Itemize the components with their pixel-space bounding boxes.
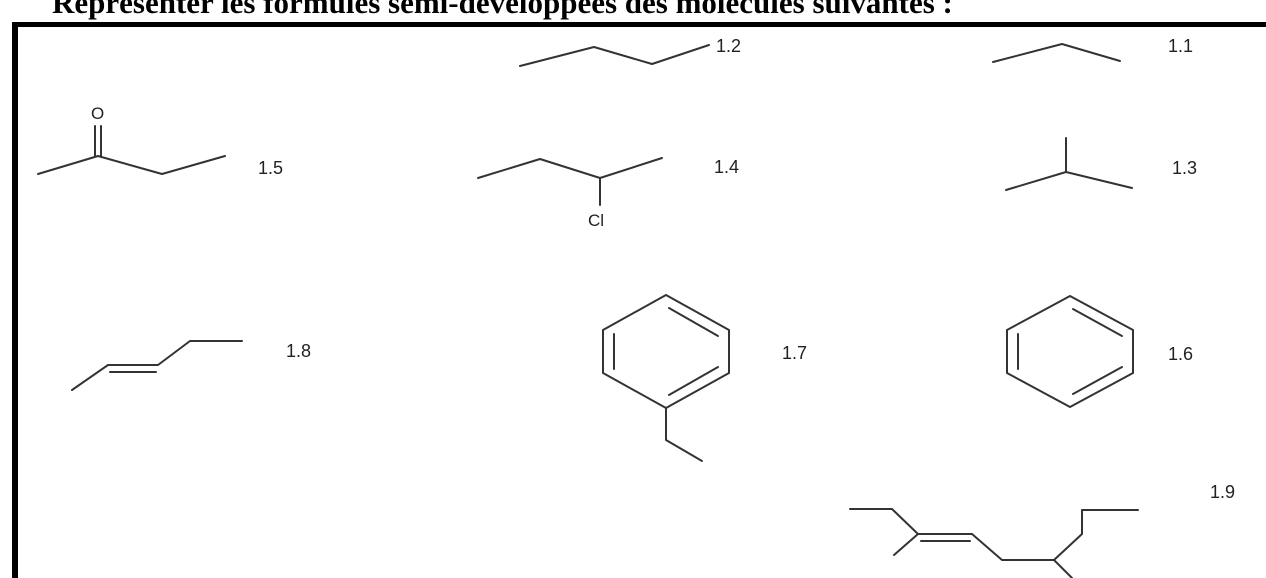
molecule-1-8: 1.8 xyxy=(71,340,311,391)
molecule-label: 1.6 xyxy=(1168,344,1193,364)
molecule-1-7: 1.7 xyxy=(602,294,807,462)
molecule-label: 1.7 xyxy=(782,343,807,363)
molecule-1-9: 1.9 xyxy=(849,482,1235,578)
molecule-1-5: O 1.5 xyxy=(37,104,283,178)
molecule-label: 1.1 xyxy=(1168,36,1193,56)
chlorine-atom: Cl xyxy=(588,211,604,230)
molecule-1-6: 1.6 xyxy=(1006,295,1193,408)
molecule-label: 1.8 xyxy=(286,341,311,361)
molecule-label: 1.3 xyxy=(1172,158,1197,178)
frame-left-border xyxy=(12,22,18,578)
molecule-label: 1.4 xyxy=(714,157,739,177)
molecule-1-3: 1.3 xyxy=(1005,137,1197,191)
exercise-instruction: Représenter les formules semi-développée… xyxy=(52,0,953,20)
molecule-1-4: Cl 1.4 xyxy=(477,157,739,230)
molecule-label: 1.5 xyxy=(258,158,283,178)
molecule-1-2: 1.2 xyxy=(519,36,741,67)
molecule-label: 1.2 xyxy=(716,36,741,56)
molecule-1-1: 1.1 xyxy=(992,36,1193,63)
oxygen-atom: O xyxy=(91,104,104,123)
frame-top-border xyxy=(12,22,1266,27)
molecule-label: 1.9 xyxy=(1210,482,1235,502)
